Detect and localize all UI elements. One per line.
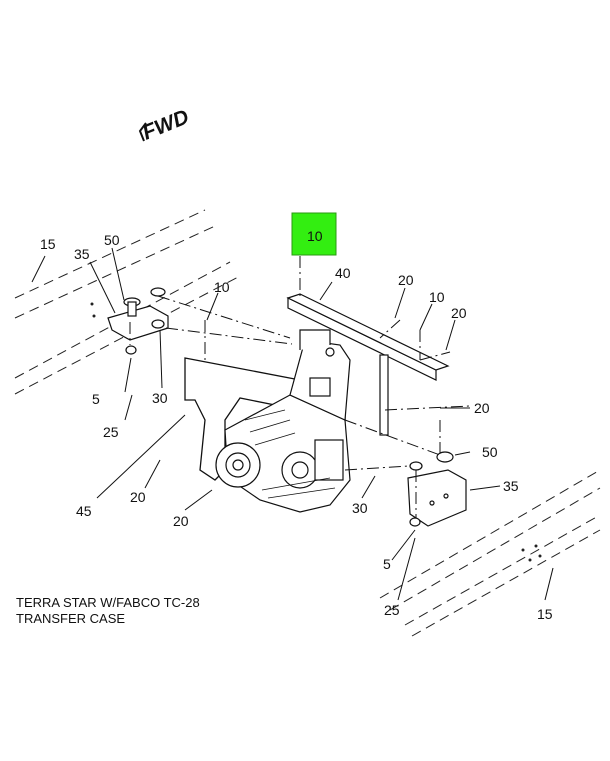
callout-15-right[interactable]: 15	[537, 606, 553, 622]
callout-15-left[interactable]: 15	[40, 236, 56, 252]
callout-numbers: 15 50 35 10 40 20 10 20 20 5 30 25 50 35…	[40, 232, 553, 622]
transfer-case	[215, 329, 351, 513]
callout-25-left[interactable]: 25	[103, 424, 119, 440]
right-mount-bracket	[407, 451, 467, 527]
highlighted-callout-10[interactable]: 10	[291, 212, 337, 256]
callout-30-right[interactable]: 30	[352, 500, 368, 516]
callout-30-left[interactable]: 30	[152, 390, 168, 406]
leader-lines	[129, 256, 471, 518]
callout-5-left[interactable]: 5	[92, 391, 100, 407]
callout-leaders	[31, 247, 554, 601]
callout-50-left[interactable]: 50	[104, 232, 120, 248]
callout-45[interactable]: 45	[76, 503, 92, 519]
callout-10-right[interactable]: 10	[429, 289, 445, 305]
forward-label: FWD	[139, 105, 192, 144]
frame-rail-holes	[90, 302, 542, 562]
callout-20-right[interactable]: 20	[451, 305, 467, 321]
left-mount-bracket	[107, 287, 169, 355]
callout-50-right[interactable]: 50	[482, 444, 498, 460]
callout-40[interactable]: 40	[335, 265, 351, 281]
caption-line-2: TRANSFER CASE	[16, 611, 126, 626]
support-bar	[286, 293, 450, 436]
frame-rails	[14, 209, 601, 637]
callout-highlight-box	[291, 212, 337, 256]
callout-5-right[interactable]: 5	[383, 556, 391, 572]
callout-20-bottomleft-2[interactable]: 20	[173, 513, 189, 529]
callout-20-topright[interactable]: 20	[398, 272, 414, 288]
diagram-caption: TERRA STAR W/FABCO TC-28 TRANSFER CASE	[16, 595, 200, 627]
callout-label: 10	[307, 228, 323, 244]
callout-20-bottomleft-1[interactable]: 20	[130, 489, 146, 505]
callout-10-left[interactable]: 10	[214, 279, 230, 295]
caption-line-1: TERRA STAR W/FABCO TC-28	[16, 595, 200, 610]
callout-20-mid[interactable]: 20	[474, 400, 490, 416]
callout-35-right[interactable]: 35	[503, 478, 519, 494]
callout-35-left[interactable]: 35	[74, 246, 90, 262]
transfer-case-details	[244, 409, 336, 499]
callout-25-right[interactable]: 25	[384, 602, 400, 618]
forward-direction-indicator: FWD	[138, 105, 192, 145]
forward-arrow-icon	[138, 122, 147, 142]
